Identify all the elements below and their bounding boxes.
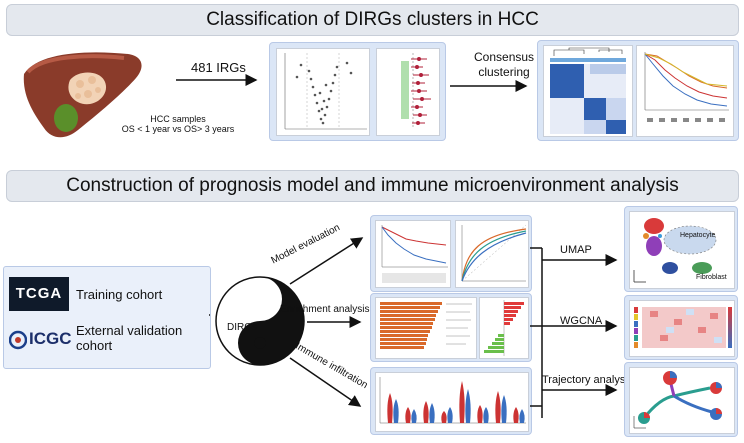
umap-label: UMAP	[560, 244, 592, 256]
trajectory-panel	[624, 362, 738, 437]
arrow-to-model-eval	[289, 237, 364, 285]
umap-panel: Hepatocyte Fibroblast	[624, 206, 738, 292]
groups-label: Groups	[247, 300, 280, 311]
model-evaluation-panel	[370, 215, 532, 292]
icgc-logo: ICGC	[9, 325, 73, 355]
consensus-clustering-label: Consensus clustering	[474, 50, 535, 79]
umap-plot: Hepatocyte Fibroblast	[629, 211, 735, 289]
km-curve-plot	[375, 220, 451, 288]
consensus-heatmap	[543, 45, 633, 137]
training-cohort-label: Training cohort	[76, 287, 163, 302]
wgcna-label: WGCNA	[560, 315, 603, 327]
liver-illustration	[23, 52, 142, 138]
consensus-clustering-panel	[537, 40, 739, 141]
enrichment-bar-plot	[375, 297, 477, 359]
survival-curve-plot	[636, 45, 734, 137]
section-title-prognosis: Construction of prognosis model and immu…	[6, 170, 739, 202]
hcc-samples-label: HCC samples OS < 1 year vs OS> 3 years	[121, 114, 235, 134]
liver-highlight	[26, 54, 125, 74]
diverging-bar-plot	[479, 297, 529, 359]
wgcna-heatmap	[629, 300, 735, 357]
forest-plot	[376, 48, 440, 136]
trajectory-analysis-label: Trajectory analysis	[542, 374, 634, 386]
dirgs-label: DIRGs	[227, 322, 257, 333]
fibroblast-label: Fibroblast	[696, 274, 727, 281]
trajectory-plot	[629, 367, 735, 434]
differential-analysis-panel	[269, 42, 446, 141]
arrow-to-immune	[289, 357, 362, 407]
hepatocyte-label: Hepatocyte	[680, 232, 716, 239]
external-validation-label: External validation cohort	[76, 323, 183, 353]
section-title-classification: Classification of DIRGs clusters in HCC	[6, 4, 739, 36]
enrichment-analysis-panel	[370, 293, 532, 362]
irg-count-label: 481 IRGs	[191, 60, 246, 75]
yin-yang-symbol	[215, 276, 305, 366]
tcga-logo: TCGA	[9, 277, 69, 311]
wgcna-panel	[624, 295, 738, 360]
violin-plot	[375, 372, 529, 432]
immune-infiltration-panel	[370, 367, 532, 435]
enrichment-analysis-label: Enrichment analysis	[280, 304, 370, 315]
roc-curve-plot	[455, 220, 529, 288]
gallbladder-shape	[54, 104, 78, 132]
cohort-box: TCGA Training cohort ICGC External valid…	[3, 266, 211, 369]
volcano-plot	[276, 48, 370, 136]
